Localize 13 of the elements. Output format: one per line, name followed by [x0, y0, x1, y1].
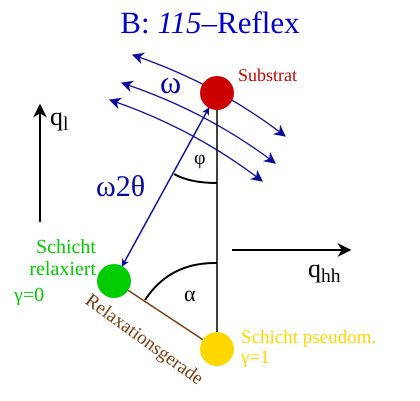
symbol-label: q$_{l}$: [50, 104, 68, 130]
connector-line: [216, 110, 218, 332]
lattice-point: [200, 76, 234, 110]
connector-line: [128, 290, 204, 340]
point-caption: γ=0: [14, 283, 44, 308]
symbol-label: φ: [194, 148, 206, 168]
connector-line: [122, 107, 210, 267]
symbol-label: q$_{hh}$: [308, 256, 340, 282]
lattice-point: [200, 332, 234, 366]
title: B: 115–Reflex: [119, 4, 301, 42]
edge-label: ω2θ: [96, 172, 146, 202]
point-caption: Substrat: [238, 64, 298, 87]
symbol-label: ω: [160, 66, 182, 98]
